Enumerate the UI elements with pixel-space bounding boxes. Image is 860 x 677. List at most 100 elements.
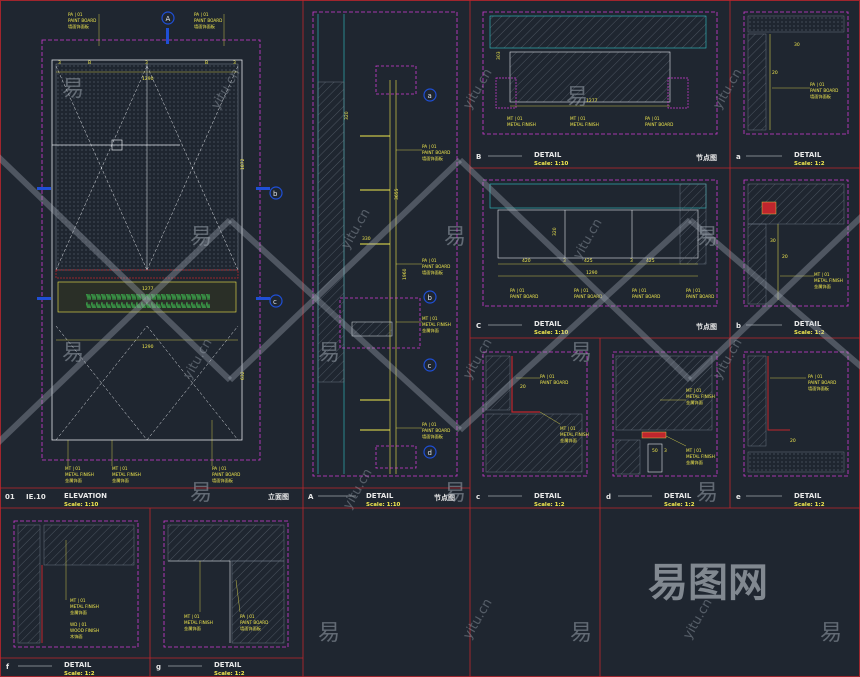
detail-c-title-block: C DETAIL Scale: 1:10 节点图 [476,320,717,336]
svg-text:金属饰面: 金属饰面 [686,399,703,406]
material-tag: MT | 01 METAL FINISH 金属饰面 [396,316,451,334]
svg-text:PAINT BOARD: PAINT BOARD [212,472,240,477]
elevation-title-block: 01 IE.10 ELEVATION Scale: 1:10 立面图 [5,492,289,508]
svg-text:MT | 01: MT | 01 [112,466,128,471]
watermark-url: yitu.cn [710,66,745,112]
detail-b-small-view: 30 20 MT | 01 METAL FINISH 金属饰面 b DETAIL… [736,179,849,336]
watermark-glyph: 易 [62,77,84,102]
svg-text:A: A [166,15,171,23]
svg-text:MT | 01: MT | 01 [507,116,523,121]
detail-d-dim: 50 [652,448,658,454]
svg-text:PAINT BOARD: PAINT BOARD [510,294,538,299]
svg-text:METAL FINISH: METAL FINISH [814,278,843,283]
svg-text:WOOD FINISH: WOOD FINISH [70,628,99,633]
svg-text:金属饰面: 金属饰面 [560,437,577,444]
grid-mark: 3 [58,60,61,66]
watermark-url: yitu.cn [460,596,495,642]
material-tag: MT | 01 METAL FINISH 金属饰面 [539,411,589,444]
svg-text:METAL FINISH: METAL FINISH [507,122,536,127]
svg-text:Scale: 1:2: Scale: 1:2 [794,161,825,167]
svg-text:PA | 01: PA | 01 [686,288,701,293]
watermark-glyph: 易 [570,621,592,646]
material-tag: MT | 01 METAL FINISH 金属饰面 [111,440,141,484]
svg-text:PAINT BOARD: PAINT BOARD [422,150,450,155]
watermark-glyph: 易 [444,225,466,250]
material-tag: WD | 01 WOOD FINISH 木饰面 [70,622,99,640]
section-dim: 330 [362,236,371,242]
material-tag: MT | 01 METAL FINISH 金属饰面 [780,272,843,290]
svg-text:节点图: 节点图 [696,153,717,162]
svg-text:METAL FINISH: METAL FINISH [422,322,451,327]
svg-text:g: g [156,663,161,671]
svg-text:PA | 01: PA | 01 [194,12,209,17]
material-tag: PA | 01 PAINT BOARD [516,374,568,385]
grid-mark: B [88,60,91,66]
svg-text:DETAIL: DETAIL [534,492,562,500]
material-tag: PA | 01 PAINT BOARD [510,288,538,299]
svg-text:墙面饰面板: 墙面饰面板 [422,269,444,276]
svg-text:MT | 01: MT | 01 [65,466,81,471]
elevation-bottom-dim: 1290 [142,344,154,350]
svg-text:PA | 01: PA | 01 [645,116,660,121]
section-marker-icon [37,187,51,190]
grid-mark: B [205,60,208,66]
section-marker-icon [166,28,169,44]
callout-bubble-icon: c [269,294,283,308]
material-tag: PA | 01 PAINT BOARD [645,116,673,127]
svg-text:PAINT BOARD: PAINT BOARD [422,264,450,269]
material-tag: MT | 01 METAL FINISH 金属饰面 [65,540,99,616]
svg-text:金属饰面: 金属饰面 [112,477,129,484]
detail-b-dim-h: 1277 [586,98,598,104]
material-tag: PA | 01 PAINT BOARD [686,288,714,299]
detail-c-dim-v: 320 [552,227,558,236]
svg-text:Scale: 1:2: Scale: 1:2 [534,502,565,508]
svg-text:DETAIL: DETAIL [664,492,692,500]
callout-bubble-icon: c [423,358,437,372]
svg-text:PA | 01: PA | 01 [68,12,83,17]
svg-text:f: f [6,663,10,671]
svg-text:e: e [736,493,741,501]
svg-text:PAINT BOARD: PAINT BOARD [422,428,450,433]
svg-text:C: C [476,322,481,330]
svg-text:b: b [736,322,741,330]
svg-text:墙面饰面板: 墙面饰面板 [240,625,262,632]
detail-g-view: MT | 01 METAL FINISH 金属饰面 PA | 01 PAINT … [156,520,289,677]
svg-text:d: d [606,493,611,501]
svg-text:Scale: 1:2: Scale: 1:2 [214,671,245,677]
svg-text:MT | 01: MT | 01 [422,316,438,321]
svg-text:MT | 01: MT | 01 [686,388,702,393]
detail-a-dim: 20 [772,70,778,76]
svg-text:Scale: 1:2: Scale: 1:2 [794,330,825,336]
svg-text:Scale: 1:2: Scale: 1:2 [64,671,95,677]
svg-text:METAL FINISH: METAL FINISH [560,432,589,437]
svg-text:PA | 01: PA | 01 [540,374,555,379]
svg-text:d: d [428,449,432,457]
svg-text:DETAIL: DETAIL [534,151,562,159]
svg-text:DETAIL: DETAIL [366,492,394,500]
material-tag: MT | 01 METAL FINISH 金属饰面 [65,440,94,484]
svg-text:PAINT BOARD: PAINT BOARD [540,380,568,385]
watermark-glyph: 易 [318,341,340,366]
svg-text:b: b [428,294,433,302]
material-tag: PA | 01 PAINT BOARD 墙面饰面板 [235,579,268,632]
svg-text:金属饰面: 金属饰面 [184,625,201,632]
callout-bubble-icon: d [423,445,437,459]
svg-text:PA | 01: PA | 01 [240,614,255,619]
detail-c-dim: 425 [584,258,593,264]
elevation-title: ELEVATION [64,492,107,500]
svg-text:PAINT BOARD: PAINT BOARD [240,620,268,625]
watermark-glyph: 易 [62,341,84,366]
svg-text:PAINT BOARD: PAINT BOARD [810,88,838,93]
svg-text:PAINT BOARD: PAINT BOARD [68,18,96,23]
svg-text:c: c [273,298,277,306]
elevation-side-dim-2: 632 [240,371,246,380]
svg-text:DETAIL: DETAIL [794,320,822,328]
elevation-view: 1277 1290 1290 1872 632 3 B 3 B 3 A [5,11,289,508]
watermark-glyph: 易 [696,225,718,250]
watermark-glyph: 易 [190,225,212,250]
svg-text:DETAIL: DETAIL [534,320,562,328]
svg-text:A: A [308,493,314,501]
elevation-number: 01 [5,493,15,501]
watermark-glyph: 易 [190,481,212,506]
svg-text:PAINT BOARD: PAINT BOARD [632,294,660,299]
